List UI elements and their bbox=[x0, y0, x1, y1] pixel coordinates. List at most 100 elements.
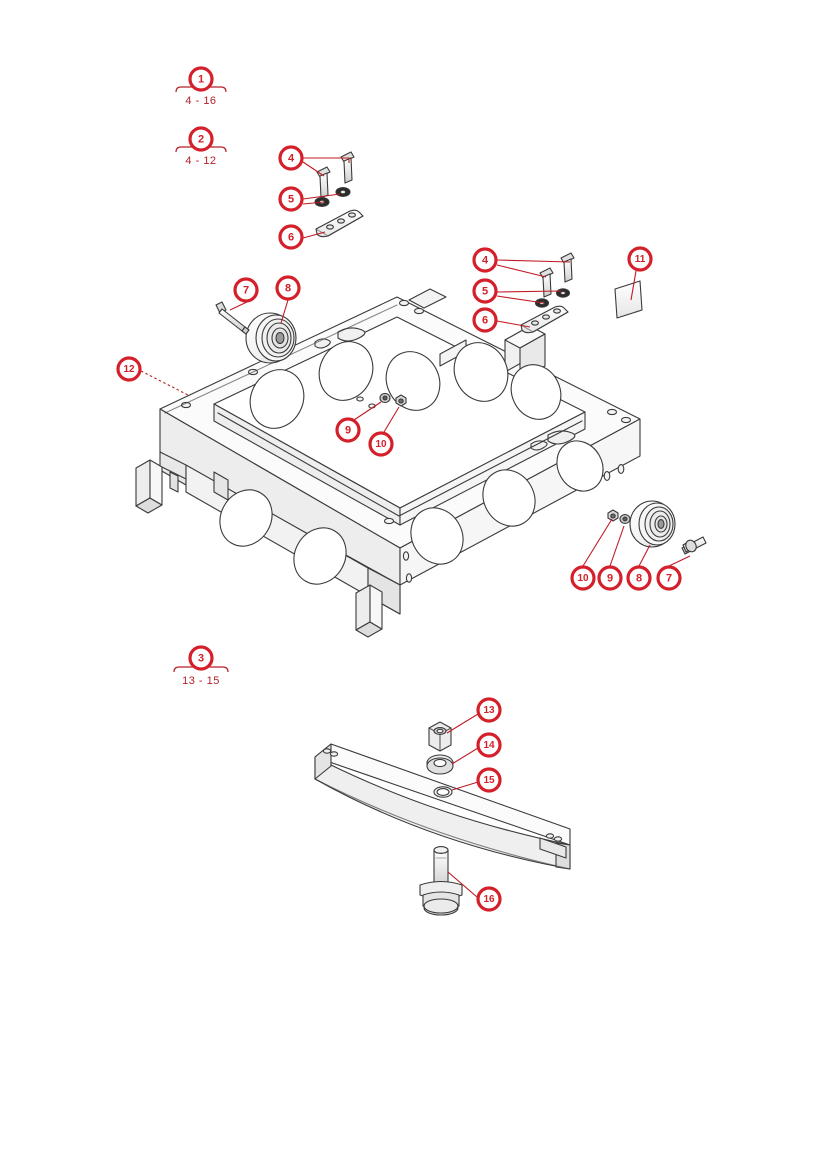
callout-number: 14 bbox=[483, 740, 495, 751]
callout-ring bbox=[570, 565, 596, 591]
leader-lines bbox=[140, 157, 691, 898]
roller-wheel-right-part bbox=[629, 500, 676, 548]
callout-ring bbox=[116, 356, 142, 382]
group-label-layer: 1 4 - 16 2 4 - 12 3 13 - 15 bbox=[182, 66, 220, 687]
hex-nut-beam-part bbox=[428, 721, 452, 752]
callout-ring bbox=[188, 126, 214, 152]
callout-6-right[interactable]: 6 bbox=[472, 307, 498, 333]
group-range-label: 4 - 12 bbox=[185, 155, 216, 167]
callout-number: 11 bbox=[635, 254, 646, 265]
callout-9-inner[interactable]: 9 bbox=[335, 417, 361, 443]
callout-ring bbox=[472, 278, 498, 304]
washer-left-a-part bbox=[335, 186, 351, 198]
callout-ring bbox=[233, 277, 259, 303]
callout-number: 1 bbox=[198, 74, 204, 86]
callout-number: 3 bbox=[198, 653, 204, 665]
bolt-left-a-part bbox=[316, 166, 331, 199]
callout-number: 7 bbox=[243, 285, 249, 297]
callout-14[interactable]: 14 bbox=[476, 732, 502, 758]
leveling-foot-part bbox=[419, 846, 463, 916]
callout-number: 13 bbox=[483, 705, 495, 716]
callout-ring bbox=[626, 565, 652, 591]
callout-number: 6 bbox=[482, 315, 488, 327]
group-range-label: 4 - 16 bbox=[185, 95, 216, 107]
callout-number: 8 bbox=[285, 283, 291, 295]
group-2-bubble[interactable]: 2 bbox=[188, 126, 214, 152]
callout-number: 5 bbox=[482, 286, 488, 298]
flat-washer-beam-part bbox=[426, 754, 454, 775]
callout-ring bbox=[188, 66, 214, 92]
axle-bolt-left-part bbox=[215, 301, 250, 335]
callout-10-inner[interactable]: 10 bbox=[368, 431, 394, 457]
callout-ring bbox=[472, 307, 498, 333]
callout-ring bbox=[476, 767, 502, 793]
bolt-left-b-part bbox=[340, 151, 355, 184]
callout-layer: 4 5 6 7 8 4 5 6 11 12 9 10 10 9 8 7 13 14 15 16 bbox=[116, 145, 682, 912]
inner-lock-washer-part bbox=[379, 392, 391, 404]
callout-8-right[interactable]: 8 bbox=[626, 565, 652, 591]
callout-7-left[interactable]: 7 bbox=[233, 277, 259, 303]
callout-number: 10 bbox=[577, 573, 589, 584]
callout-ring bbox=[476, 697, 502, 723]
callout-ring bbox=[278, 186, 304, 212]
callout-number: 7 bbox=[666, 573, 672, 585]
mounting-plate-right-part bbox=[520, 305, 569, 334]
lock-washer-right-part bbox=[619, 514, 631, 524]
callout-number: 10 bbox=[375, 439, 387, 450]
callout-ring bbox=[476, 732, 502, 758]
washer-right-a-part bbox=[555, 288, 571, 298]
inner-hex-nut-part bbox=[395, 394, 407, 407]
callout-12[interactable]: 12 bbox=[116, 356, 142, 382]
callout-ring bbox=[368, 431, 394, 457]
callout-ring bbox=[476, 886, 502, 912]
group-1: 1 4 - 16 bbox=[185, 66, 216, 107]
callout-number: 8 bbox=[636, 573, 642, 585]
group-range-label: 13 - 15 bbox=[182, 675, 220, 687]
roller-wheel-left-part bbox=[245, 312, 297, 364]
callout-7-right[interactable]: 7 bbox=[656, 565, 682, 591]
callout-number: 2 bbox=[198, 134, 204, 146]
callout-8-left[interactable]: 8 bbox=[275, 275, 301, 301]
callout-ring bbox=[627, 246, 653, 272]
callout-13[interactable]: 13 bbox=[476, 697, 502, 723]
callout-16[interactable]: 16 bbox=[476, 886, 502, 912]
callout-number: 6 bbox=[288, 232, 294, 244]
callout-6-left[interactable]: 6 bbox=[278, 224, 304, 250]
callout-number: 4 bbox=[482, 255, 489, 267]
callout-11[interactable]: 11 bbox=[627, 246, 653, 272]
callout-ring bbox=[656, 565, 682, 591]
group-3: 3 13 - 15 bbox=[182, 645, 220, 687]
callout-9-right[interactable]: 9 bbox=[597, 565, 623, 591]
group-3-bubble[interactable]: 3 bbox=[188, 645, 214, 671]
callout-10-right[interactable]: 10 bbox=[570, 565, 596, 591]
callout-ring bbox=[188, 645, 214, 671]
callout-4-left[interactable]: 4 bbox=[278, 145, 304, 171]
callout-4-right[interactable]: 4 bbox=[472, 247, 498, 273]
bolt-right-b-part bbox=[560, 252, 575, 283]
bolt-right-a-part bbox=[539, 267, 554, 298]
callout-15[interactable]: 15 bbox=[476, 767, 502, 793]
hex-nut-right-part bbox=[607, 509, 619, 522]
callout-number: 16 bbox=[483, 894, 495, 905]
callout-5-left[interactable]: 5 bbox=[278, 186, 304, 212]
cross-beam-part bbox=[314, 743, 571, 870]
callout-5-right[interactable]: 5 bbox=[472, 278, 498, 304]
callout-number: 9 bbox=[345, 425, 351, 437]
mounting-plate-left-part bbox=[315, 209, 364, 238]
callout-number: 4 bbox=[288, 153, 295, 165]
group-1-bubble[interactable]: 1 bbox=[188, 66, 214, 92]
callout-ring bbox=[275, 275, 301, 301]
group-brackets bbox=[173, 86, 229, 673]
callout-number: 5 bbox=[288, 194, 294, 206]
callout-ring bbox=[597, 565, 623, 591]
callout-number: 9 bbox=[607, 573, 613, 585]
callout-ring bbox=[472, 247, 498, 273]
callout-number: 15 bbox=[483, 775, 495, 786]
callout-number: 12 bbox=[123, 364, 135, 375]
callout-ring bbox=[278, 145, 304, 171]
base-frame-part bbox=[135, 288, 641, 638]
axle-bolt-right-part bbox=[681, 536, 707, 555]
callout-ring bbox=[278, 224, 304, 250]
